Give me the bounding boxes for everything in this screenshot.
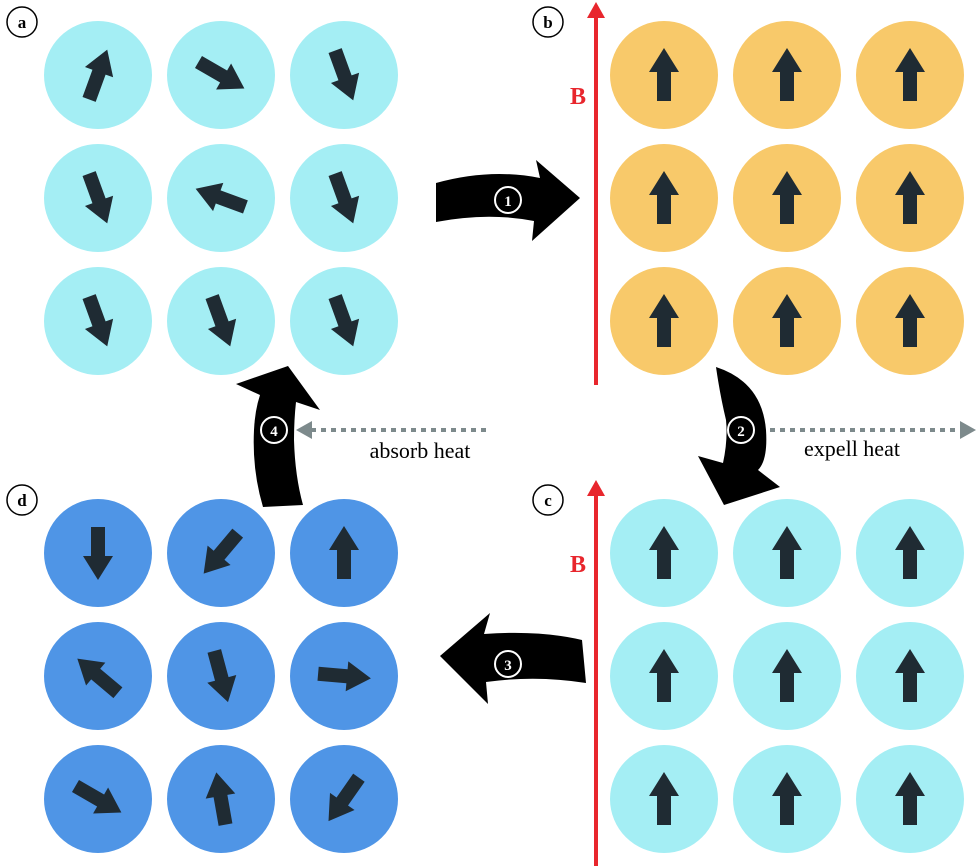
panel-d bbox=[44, 499, 398, 853]
svg-text:4: 4 bbox=[270, 424, 278, 440]
panel-label-c: c bbox=[532, 484, 564, 516]
spin-arrow-icon bbox=[82, 171, 114, 224]
spin-arrow-icon bbox=[649, 649, 679, 702]
field-line-c bbox=[587, 480, 605, 866]
panel-c bbox=[610, 499, 964, 853]
spin-arrow-icon bbox=[772, 171, 802, 224]
svg-text:b: b bbox=[543, 13, 552, 32]
spin-arrow-icon bbox=[82, 294, 114, 347]
spin-arrow-icon bbox=[194, 55, 245, 90]
step-arrow-1: 1 bbox=[436, 160, 580, 241]
spin-arrow-icon bbox=[895, 772, 925, 825]
spin-arrow-icon bbox=[77, 658, 123, 699]
step-arrow-2: 2 bbox=[698, 367, 780, 505]
spin-arrow-icon bbox=[895, 526, 925, 579]
spin-arrow-icon bbox=[207, 649, 237, 703]
heat-flow-absorb bbox=[296, 421, 486, 439]
spin-arrow-icon bbox=[195, 182, 248, 214]
heat-flow-expel bbox=[770, 421, 976, 439]
step-arrow-3: 3 bbox=[440, 613, 586, 704]
spin-arrow-icon bbox=[772, 48, 802, 101]
spin-arrow-icon bbox=[772, 772, 802, 825]
spin-arrow-icon bbox=[328, 171, 360, 224]
spin-arrow-icon bbox=[895, 294, 925, 347]
spin-arrow-icon bbox=[649, 171, 679, 224]
spin-arrow-icon bbox=[205, 772, 236, 826]
spin-arrow-icon bbox=[649, 526, 679, 579]
field-label-c: B bbox=[570, 552, 586, 578]
spin-arrow-icon bbox=[772, 526, 802, 579]
spin-arrow-icon bbox=[203, 528, 244, 574]
spin-arrow-icon bbox=[205, 294, 237, 347]
panel-label-d: d bbox=[6, 484, 38, 516]
expel-heat-label: expell heat bbox=[804, 436, 900, 461]
panel-b bbox=[610, 21, 964, 375]
field-line-b bbox=[587, 2, 605, 385]
spin-arrow-icon bbox=[328, 773, 365, 822]
svg-text:2: 2 bbox=[737, 424, 745, 440]
svg-text:c: c bbox=[544, 491, 552, 510]
panel-a bbox=[44, 21, 398, 375]
spin-arrow-icon bbox=[649, 48, 679, 101]
svg-text:a: a bbox=[18, 13, 27, 32]
spin-arrow-icon bbox=[772, 649, 802, 702]
spin-arrow-icon bbox=[895, 48, 925, 101]
step-arrow-4: 4 bbox=[236, 366, 320, 507]
spin-arrow-icon bbox=[895, 171, 925, 224]
svg-text:d: d bbox=[17, 491, 27, 510]
spin-arrow-icon bbox=[328, 48, 360, 101]
spin-arrow-icon bbox=[82, 49, 114, 102]
spin-arrow-icon bbox=[317, 661, 371, 692]
panel-label-a: a bbox=[6, 6, 38, 38]
spin-arrow-icon bbox=[71, 779, 122, 814]
spin-arrow-icon bbox=[895, 649, 925, 702]
spin-arrow-icon bbox=[649, 772, 679, 825]
spin-arrow-icon bbox=[83, 527, 113, 580]
field-label-b: B bbox=[570, 84, 586, 110]
svg-text:3: 3 bbox=[504, 658, 512, 674]
spin-arrow-icon bbox=[328, 294, 360, 347]
spin-arrow-icon bbox=[649, 294, 679, 347]
panel-label-b: b bbox=[532, 6, 564, 38]
spin-arrow-icon bbox=[329, 526, 359, 579]
spin-arrow-icon bbox=[772, 294, 802, 347]
absorb-heat-label: absorb heat bbox=[370, 438, 471, 463]
svg-text:1: 1 bbox=[504, 194, 512, 210]
